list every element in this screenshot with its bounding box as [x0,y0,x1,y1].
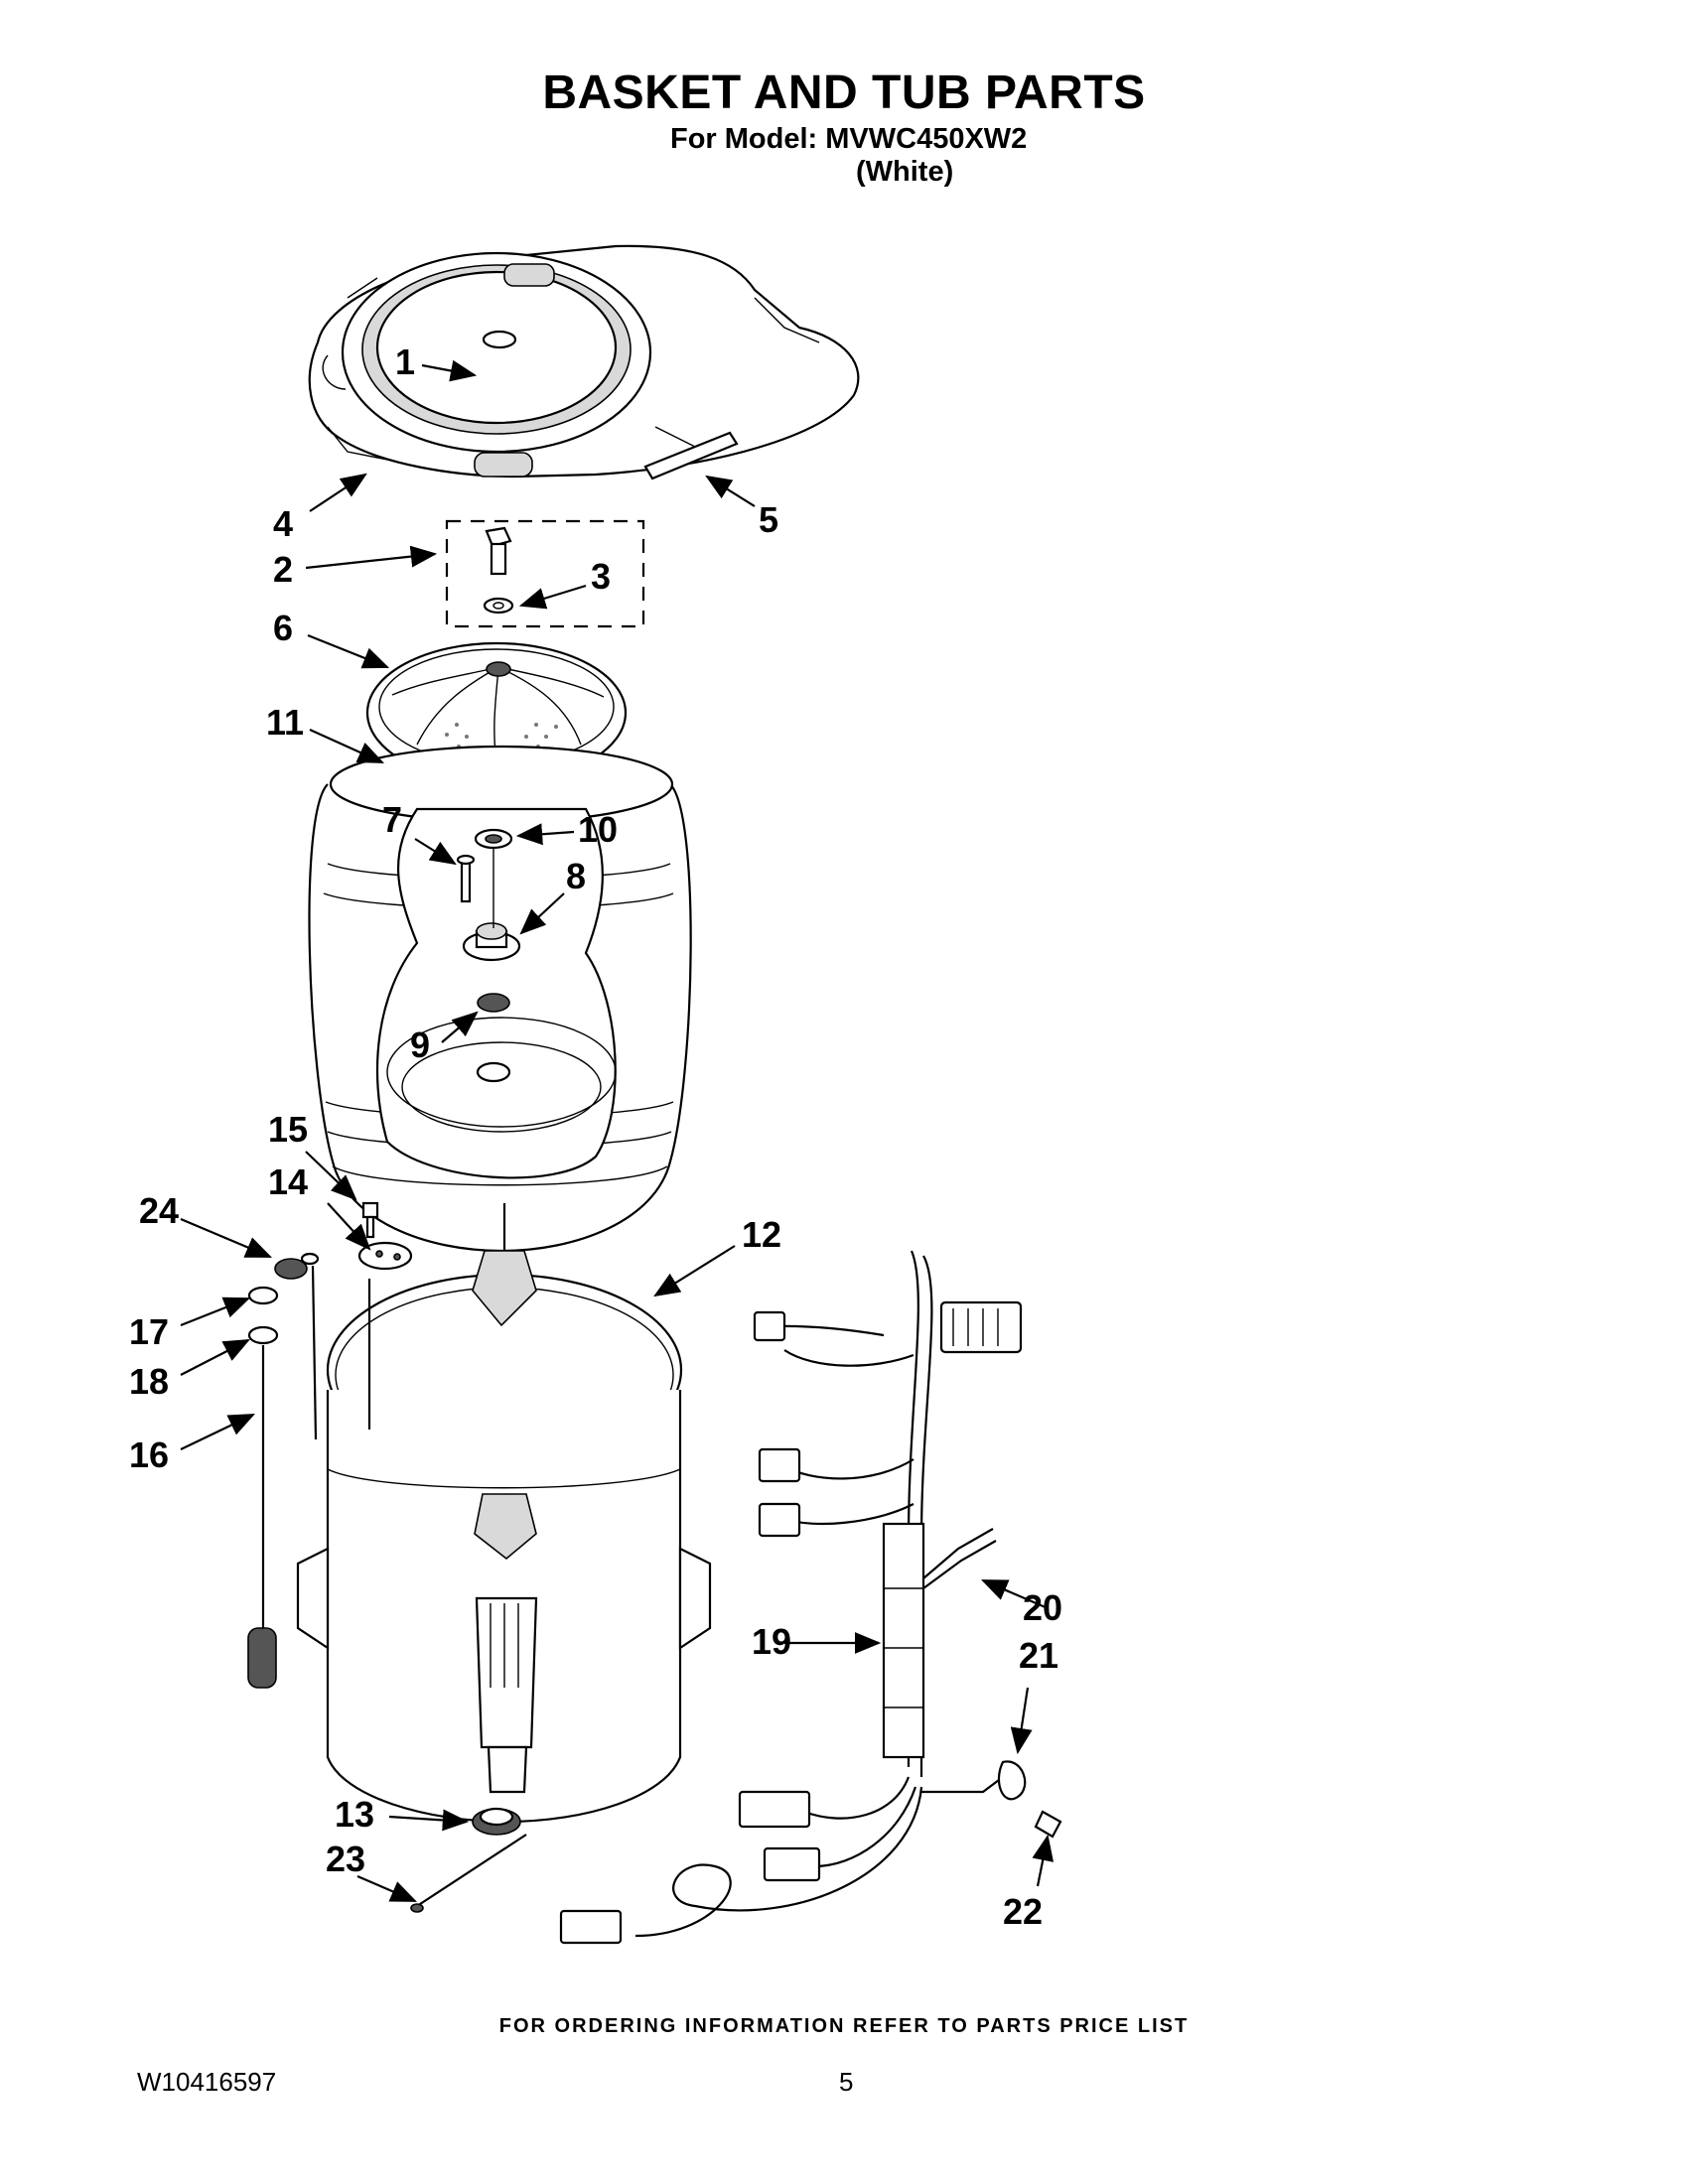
seal-drawing [472,1807,521,1836]
callout-6: 6 [273,608,293,648]
basket-drawing [308,745,692,1253]
callout-9: 9 [410,1024,430,1065]
leader-lines [180,359,1055,1903]
callout-1: 1 [395,341,415,382]
callout-21: 21 [1019,1635,1058,1676]
impeller-drawing [365,641,628,784]
wire-harness-drawing [559,1250,1062,1945]
callout-13: 13 [335,1794,374,1835]
ordering-note: FOR ORDERING INFORMATION REFER TO PARTS … [498,2015,1190,2037]
tub-ring-drawing [308,244,860,478]
callout-11: 11 [266,702,304,743]
callout-16: 16 [129,1434,169,1475]
callout-24: 24 [139,1190,179,1231]
callout-19: 19 [752,1621,791,1662]
bolt-washer-kit [445,519,645,628]
callout-23: 23 [326,1839,365,1879]
page-number: 5 [839,2067,854,2097]
part-5-strip [643,431,739,480]
callout-20: 20 [1023,1587,1062,1628]
callout-5: 5 [759,499,778,540]
callout-10: 10 [578,809,618,850]
callout-15: 15 [268,1109,308,1150]
document-number: W10416597 [137,2067,277,2097]
callout-17: 17 [129,1311,169,1352]
pressure-sensor-assembly [247,1252,320,1689]
cable-tie-drawing [410,1834,527,1913]
page-title: BASKET AND TUB PARTS [542,67,1146,119]
callout-8: 8 [566,856,586,896]
callout-2: 2 [273,549,293,590]
callout-4: 4 [273,503,293,544]
callout-14: 14 [268,1161,308,1202]
outer-tub-drawing [296,1250,712,1824]
callout-7: 7 [382,799,402,840]
callout-18: 18 [129,1361,169,1402]
callout-22: 22 [1003,1891,1043,1932]
callout-3: 3 [591,556,611,597]
model-line: For Model: MVWC450XW2 [670,123,1028,155]
callout-labels: 1 2 3 4 5 6 7 8 9 10 11 12 13 14 15 16 1… [129,341,1062,1932]
color-line: (White) [856,156,954,188]
callout-12: 12 [742,1214,781,1255]
